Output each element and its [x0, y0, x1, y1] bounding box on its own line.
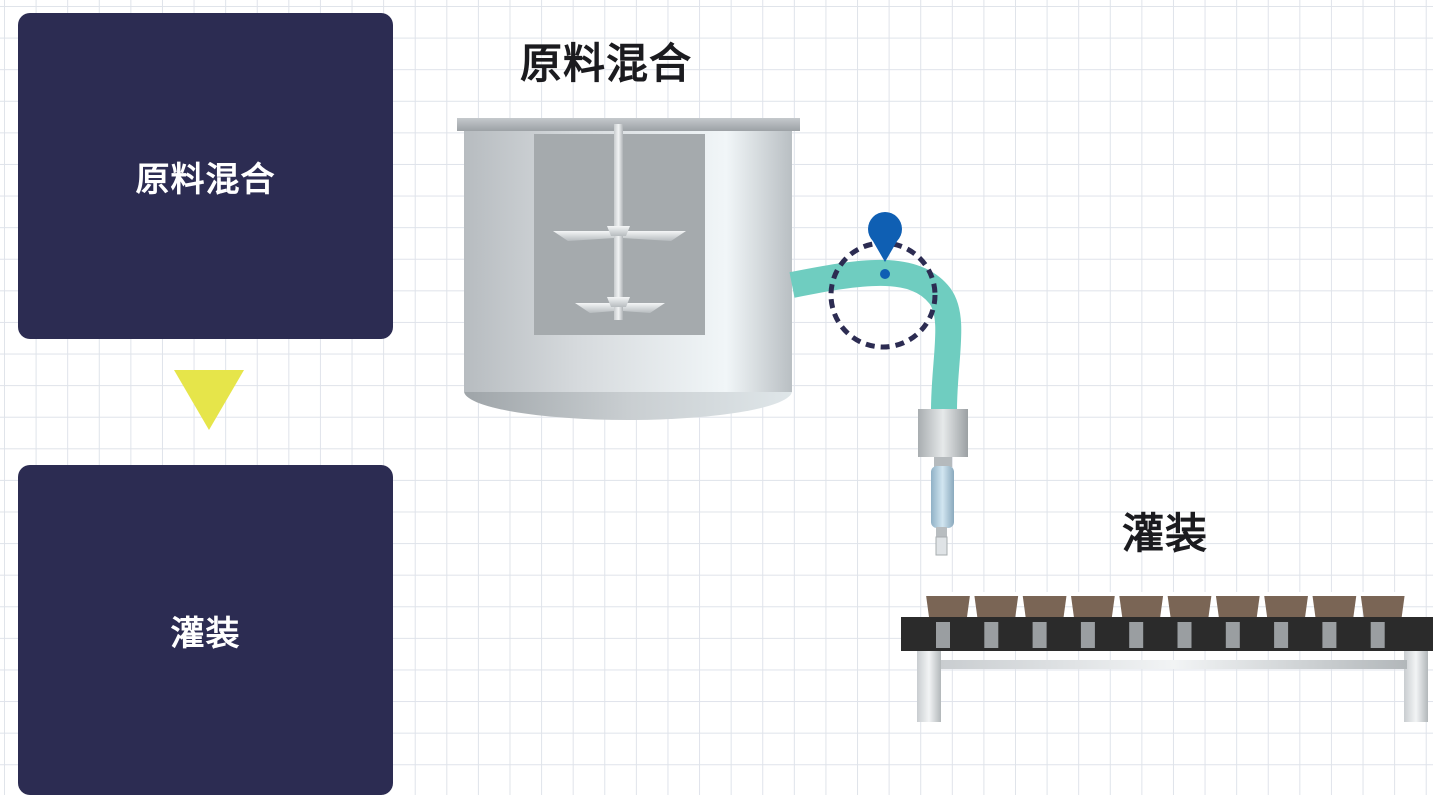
cup-rim	[1166, 592, 1213, 596]
belt-slot	[936, 622, 950, 648]
map-pin-icon[interactable]	[868, 212, 902, 279]
cup-rim	[1263, 592, 1310, 596]
transfer-pipe	[789, 259, 962, 411]
cup	[1022, 595, 1067, 617]
cup	[1070, 595, 1115, 617]
step-card-label: 原料混合	[135, 159, 276, 200]
cup	[1119, 595, 1164, 617]
mixing-tank	[457, 118, 800, 420]
cup-rim	[1214, 592, 1261, 596]
filling-nozzle	[918, 409, 968, 556]
belt-slot	[1032, 622, 1047, 648]
conveyor	[901, 592, 1433, 722]
cup-rim	[1359, 592, 1406, 596]
cup-rim	[1069, 592, 1116, 596]
stage-label-mixing: 原料混合	[520, 39, 693, 88]
tank-rim	[457, 118, 800, 131]
cup	[1360, 595, 1405, 617]
cup-rim	[1311, 592, 1358, 596]
cup	[1312, 595, 1357, 617]
cup	[1264, 595, 1309, 617]
conveyor-belt	[901, 617, 1433, 651]
cup	[1215, 595, 1260, 617]
step-card-label: 灌装	[170, 613, 241, 654]
cup	[974, 595, 1019, 617]
belt-slot	[1225, 622, 1240, 648]
cup	[1167, 595, 1212, 617]
step-card-filling[interactable]: 灌装	[18, 465, 393, 795]
down-triangle-icon	[174, 370, 244, 430]
highlight-ring[interactable]	[828, 240, 938, 350]
belt-slot	[1370, 622, 1385, 648]
belt-slot	[1129, 622, 1144, 648]
cup-rim	[925, 592, 971, 596]
belt-slot	[1322, 622, 1337, 648]
agitator	[553, 124, 686, 320]
cup	[926, 595, 970, 617]
belt-slot	[1080, 622, 1095, 648]
belt-slot	[1274, 622, 1289, 648]
cup-rim	[973, 592, 1020, 596]
step-card-mixing[interactable]: 原料混合	[18, 13, 393, 339]
stage-label-filling: 灌装	[1122, 509, 1209, 558]
cup-rim	[1021, 592, 1068, 596]
cup-rim	[1118, 592, 1165, 596]
belt-slot	[1177, 622, 1192, 648]
belt-slot	[984, 622, 999, 648]
